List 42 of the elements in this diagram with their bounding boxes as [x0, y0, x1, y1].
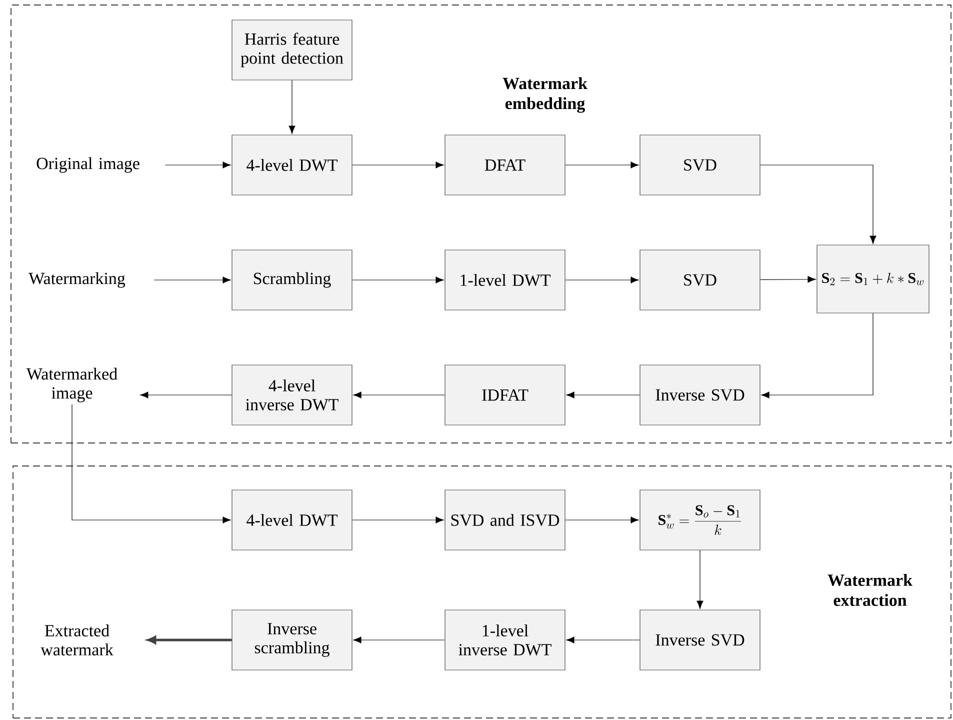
- process-box: 1-level DWT: [444, 250, 566, 310]
- arrow: [761, 313, 874, 398]
- panel-heading: Watermark extraction: [828, 574, 912, 606]
- arrow: [566, 392, 640, 398]
- formula-box: $\mathbf{S}_2=\mathbf{S}_1+k*\mathbf{S}_w$: [816, 244, 930, 314]
- label-text: Watermarked image: [26, 368, 118, 402]
- arrow: [154, 276, 231, 284]
- arrow: [565, 516, 639, 524]
- arrow: [352, 162, 444, 168]
- arrow: [72, 404, 231, 524]
- label-text: Extracted watermark: [40, 624, 114, 656]
- process-box: Scrambling: [232, 250, 352, 310]
- process-box: Inverse SVD: [640, 364, 760, 426]
- process-box: SVD and ISVD: [444, 490, 566, 550]
- arrow: [140, 392, 232, 398]
- arrow: [696, 550, 704, 609]
- process-box: IDFAT: [444, 364, 566, 426]
- arrow: [353, 636, 445, 644]
- process-box: SVD: [640, 250, 760, 310]
- arrow: [353, 392, 445, 398]
- arrow: [566, 636, 640, 644]
- process-box: 4-level DWT: [232, 490, 352, 550]
- panel-heading: Watermark embedding: [502, 77, 588, 113]
- arrow: [288, 80, 296, 134]
- arrow: [760, 276, 816, 283]
- process-box: Inverse SVD: [640, 610, 760, 670]
- label-text: Watermarking: [28, 272, 126, 288]
- arrow: [164, 162, 231, 168]
- arrow: [565, 276, 639, 284]
- formula-box: $\mathbf{S}_w^{*}=\frac{\mathbf{S}_o-\mathbf{S}_1}{k}$: [640, 490, 760, 550]
- process-box: 1-level inverse DWT: [444, 610, 566, 670]
- label-text: Original image: [36, 157, 140, 173]
- process-box: Inverse scrambling: [232, 610, 352, 670]
- arrow: [565, 162, 639, 168]
- arrow: [352, 276, 444, 284]
- process-box: Harris feature point detection: [232, 20, 352, 80]
- arrow: [760, 164, 876, 244]
- process-box: 4-level inverse DWT: [232, 364, 352, 426]
- process-box: 4-level DWT: [232, 134, 352, 196]
- process-box: SVD: [640, 134, 760, 196]
- arrow: [352, 516, 444, 524]
- process-box: DFAT: [444, 134, 566, 196]
